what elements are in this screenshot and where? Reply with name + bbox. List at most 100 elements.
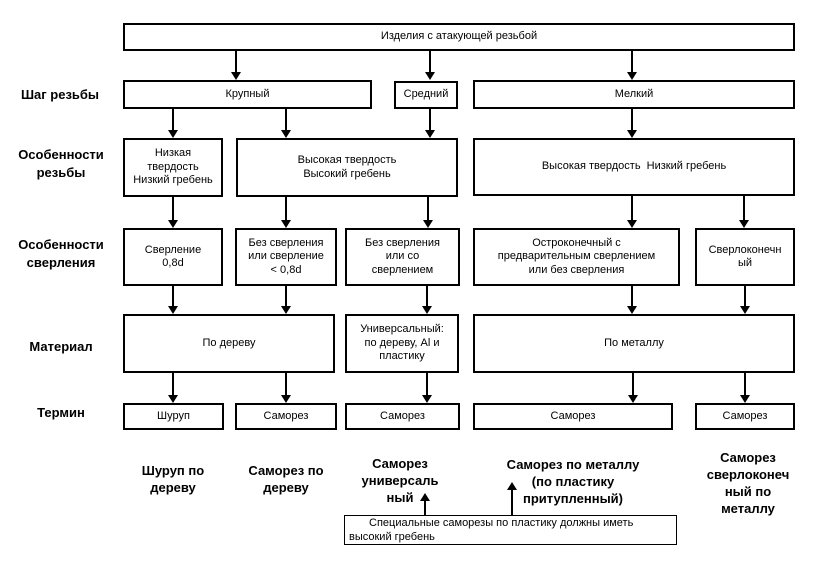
thread-high-hardness-high-crest-box: Высокая твердость Высокий гребень bbox=[236, 138, 458, 197]
arrow-shaft bbox=[285, 373, 287, 396]
arrow-shaft bbox=[429, 109, 431, 131]
material-wood-box: По дереву bbox=[123, 314, 335, 373]
material-universal-box: Универсальный: по дереву, Al и пластику bbox=[345, 314, 459, 373]
arrow-head bbox=[627, 306, 637, 314]
arrow-down-icon bbox=[627, 286, 637, 314]
arrow-down-icon bbox=[281, 286, 291, 314]
result-drillpoint-samorez-label: Саморез сверлоконеч ный по металлу bbox=[706, 450, 790, 516]
term-samorez2-box: Саморез bbox=[345, 403, 460, 430]
row-label-pitch: Шаг резьбы bbox=[20, 87, 100, 102]
arrow-head bbox=[627, 72, 637, 80]
arrow-down-icon bbox=[281, 109, 291, 138]
arrow-shaft bbox=[631, 51, 633, 73]
arrow-up-icon bbox=[420, 493, 430, 515]
arrow-head bbox=[739, 220, 749, 228]
arrow-up-icon bbox=[507, 482, 517, 515]
arrow-shaft bbox=[631, 109, 633, 131]
arrow-shaft bbox=[424, 500, 426, 515]
arrow-head bbox=[740, 306, 750, 314]
arrow-shaft bbox=[285, 286, 287, 307]
arrow-shaft bbox=[743, 196, 745, 221]
arrow-head bbox=[281, 395, 291, 403]
arrow-head bbox=[281, 220, 291, 228]
arrow-down-icon bbox=[740, 286, 750, 314]
pitch-fine-box: Мелкий bbox=[473, 80, 795, 109]
arrow-down-icon bbox=[422, 286, 432, 314]
arrow-head bbox=[168, 395, 178, 403]
arrow-shaft bbox=[426, 286, 428, 307]
arrow-down-icon bbox=[168, 109, 178, 138]
arrow-down-icon bbox=[281, 373, 291, 403]
arrow-down-icon bbox=[627, 51, 637, 80]
term-samorez4-box: Саморез bbox=[695, 403, 795, 430]
term-samorez3-box: Саморез bbox=[473, 403, 673, 430]
thread-high-hardness-low-crest-box: Высокая твердость Низкий гребень bbox=[473, 138, 795, 196]
arrow-shaft bbox=[631, 196, 633, 221]
arrow-shaft bbox=[426, 373, 428, 396]
result-metal-samorez-label: Саморез по металлу (по пластику притупле… bbox=[506, 457, 640, 506]
arrow-head bbox=[507, 482, 517, 490]
arrow-shaft bbox=[511, 489, 513, 515]
arrow-head bbox=[231, 72, 241, 80]
arrow-down-icon bbox=[739, 196, 749, 228]
arrow-shaft bbox=[172, 109, 174, 131]
arrow-head bbox=[422, 395, 432, 403]
arrow-down-icon bbox=[627, 196, 637, 228]
drilling-sharp-point-box: Остроконечный с предварительным сверлени… bbox=[473, 228, 680, 286]
arrow-shaft bbox=[632, 373, 634, 396]
arrow-down-icon bbox=[628, 373, 638, 403]
arrow-shaft bbox=[235, 51, 237, 73]
result-wood-samorez-label: Саморез по дереву bbox=[248, 463, 324, 495]
plastic-screw-note-box: Специальные саморезы по пластику должны … bbox=[344, 515, 677, 545]
arrow-head bbox=[281, 306, 291, 314]
pitch-medium-box: Средний bbox=[394, 81, 458, 109]
arrow-head bbox=[627, 130, 637, 138]
arrow-down-icon bbox=[422, 373, 432, 403]
arrow-shaft bbox=[285, 197, 287, 221]
row-label-material: Материал bbox=[29, 339, 93, 354]
arrow-head bbox=[281, 130, 291, 138]
arrow-head bbox=[168, 306, 178, 314]
drilling-no-or-lt08d-box: Без сверления или сверление < 0,8d bbox=[235, 228, 337, 286]
arrow-head bbox=[627, 220, 637, 228]
arrow-down-icon bbox=[425, 51, 435, 80]
root-box: Изделия с атакующей резьбой bbox=[123, 23, 795, 51]
arrow-shaft bbox=[744, 373, 746, 396]
drilling-drill-point-box: Сверлоконечн ый bbox=[695, 228, 795, 286]
arrow-shaft bbox=[744, 286, 746, 307]
arrow-head bbox=[425, 72, 435, 80]
arrow-down-icon bbox=[168, 197, 178, 228]
row-label-thread-features: Особенности резьбы bbox=[18, 147, 104, 180]
term-samorez1-box: Саморез bbox=[235, 403, 337, 430]
arrow-head bbox=[168, 130, 178, 138]
arrow-shaft bbox=[172, 197, 174, 221]
arrow-shaft bbox=[172, 373, 174, 396]
arrow-down-icon bbox=[168, 373, 178, 403]
arrow-down-icon bbox=[423, 197, 433, 228]
arrow-head bbox=[425, 130, 435, 138]
arrow-head bbox=[740, 395, 750, 403]
arrow-down-icon bbox=[740, 373, 750, 403]
arrow-head bbox=[420, 493, 430, 501]
term-shurup-box: Шуруп bbox=[123, 403, 224, 430]
arrow-head bbox=[422, 306, 432, 314]
material-metal-box: По металлу bbox=[473, 314, 795, 373]
arrow-shaft bbox=[172, 286, 174, 307]
result-wood-screw-label: Шуруп по дереву bbox=[141, 463, 205, 495]
arrow-down-icon bbox=[281, 197, 291, 228]
arrow-down-icon bbox=[168, 286, 178, 314]
arrow-head bbox=[168, 220, 178, 228]
thread-low-hardness-box: Низкая твердость Низкий гребень bbox=[123, 138, 223, 197]
drilling-no-or-with-box: Без сверления или со сверлением bbox=[345, 228, 460, 286]
arrow-head bbox=[628, 395, 638, 403]
row-label-drilling-features: Особенности сверления bbox=[18, 237, 104, 270]
arrow-shaft bbox=[285, 109, 287, 131]
arrow-head bbox=[423, 220, 433, 228]
arrow-shaft bbox=[429, 51, 431, 73]
row-label-term: Термин bbox=[37, 405, 85, 420]
result-universal-samorez-label: Саморез универсаль ный bbox=[361, 456, 439, 505]
drilling-08d-box: Сверление 0,8d bbox=[123, 228, 223, 286]
arrow-shaft bbox=[631, 286, 633, 307]
arrow-down-icon bbox=[627, 109, 637, 138]
